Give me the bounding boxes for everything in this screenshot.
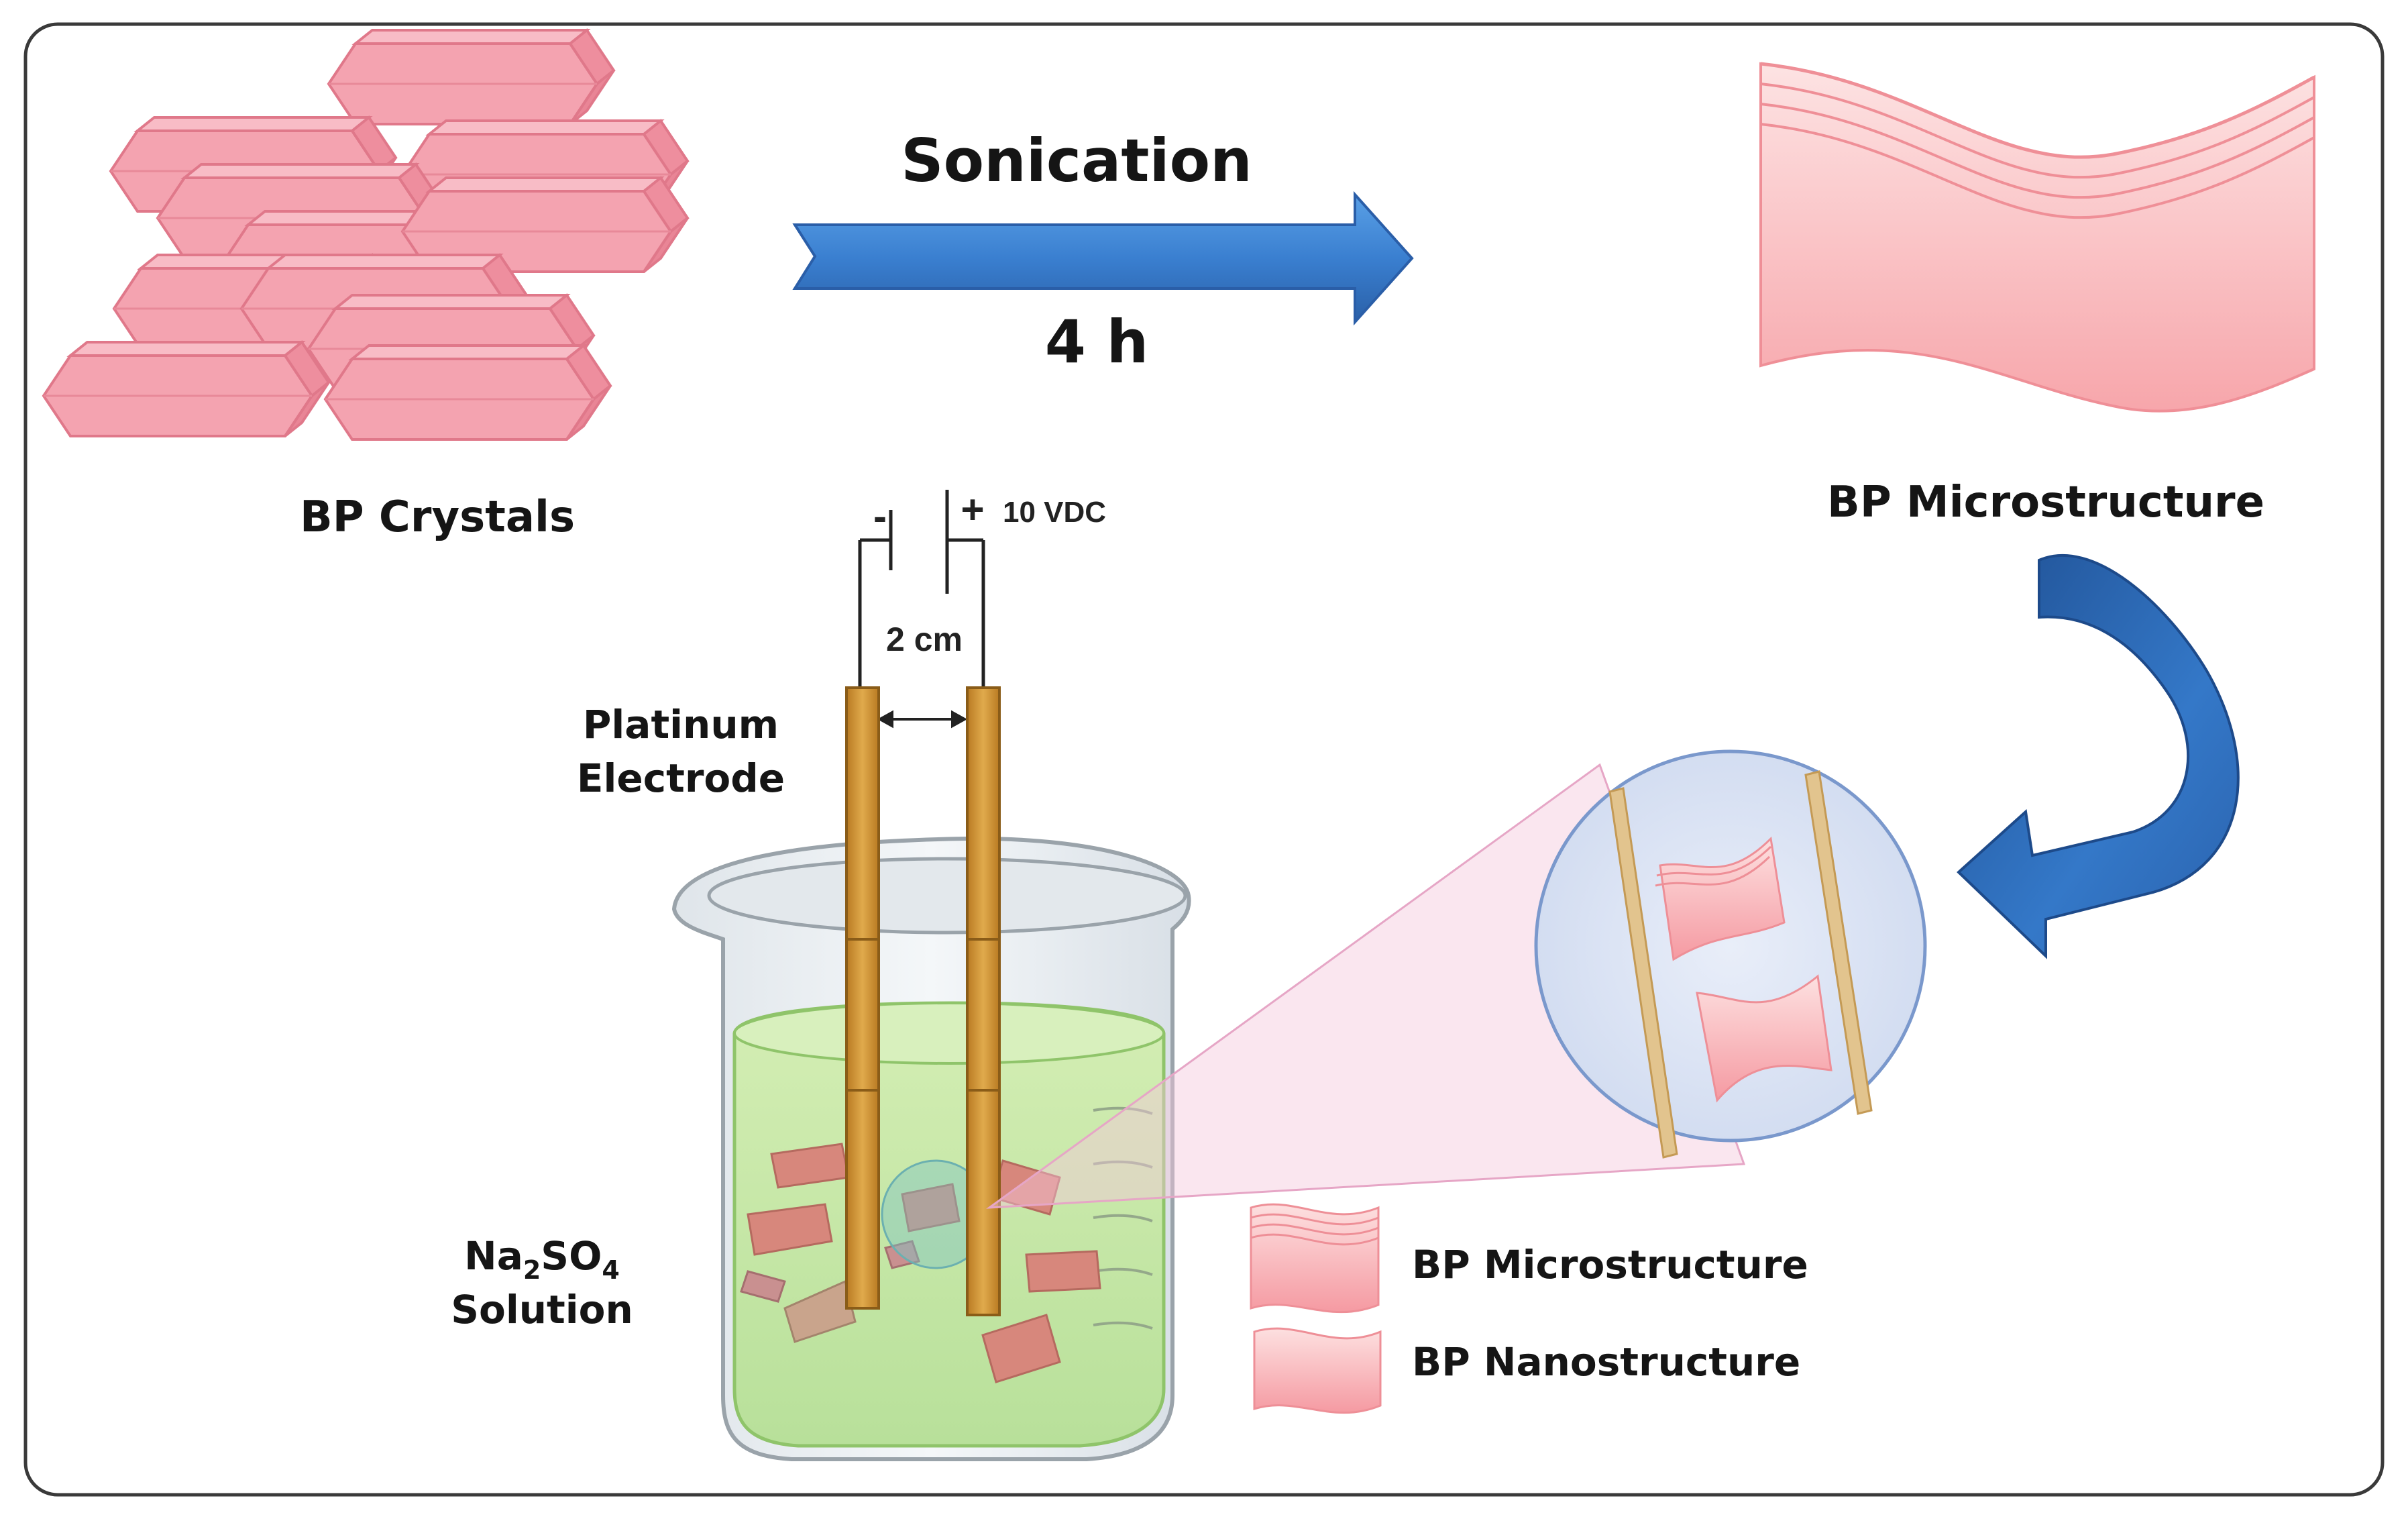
solution-label-line2: Solution: [451, 1287, 633, 1332]
solution-so: SO: [541, 1233, 602, 1279]
spacing-dimension: [877, 710, 968, 729]
crystal-shape: [42, 341, 330, 437]
duration-label: 4 h: [1045, 307, 1149, 376]
bp-crystals-label: BP Crystals: [300, 492, 575, 542]
magnified-microstructure: [1655, 836, 1786, 961]
sonication-label: Sonication: [901, 126, 1252, 195]
legend-icon-nanostructure: [1253, 1327, 1382, 1414]
power-supply-circuit: [858, 490, 985, 691]
electrode-label-line2: Electrode: [577, 755, 785, 801]
flakes: [740, 1143, 1101, 1383]
solution-na: Na: [464, 1233, 523, 1279]
positive-terminal: +: [961, 487, 984, 532]
curved-arrow: [1957, 553, 2240, 959]
legend: BP Microstructure BP Nanostructure: [1250, 1203, 1808, 1414]
beaker: [671, 836, 1191, 1461]
crystal-shape: [327, 29, 615, 125]
negative-terminal: -: [873, 494, 887, 539]
electrode-label-line1: Platinum: [583, 702, 779, 747]
bp-microstructure-label-top: BP Microstructure: [1827, 478, 2264, 527]
electrode-left: [845, 686, 880, 1310]
legend-label-nanostructure: BP Nanostructure: [1412, 1339, 1800, 1385]
legend-icon-microstructure: [1250, 1203, 1380, 1314]
voltage-label: 10 VDC: [1003, 496, 1106, 529]
crystal-shape: [324, 344, 612, 441]
legend-label-microstructure: BP Microstructure: [1412, 1242, 1808, 1287]
magnified-view: [1534, 749, 1927, 1159]
solution-sub2: 2: [523, 1255, 541, 1285]
bp-microstructure-sheet: [1759, 62, 2315, 413]
sonication-arrow: [792, 191, 1414, 326]
solution-formula-label: Na2SO4: [464, 1233, 620, 1285]
electrode-right: [966, 686, 1001, 1316]
solution-sub4: 4: [602, 1255, 619, 1285]
spacing-label: 2 cm: [886, 621, 963, 658]
magnified-nanostructure: [1696, 974, 1832, 1103]
